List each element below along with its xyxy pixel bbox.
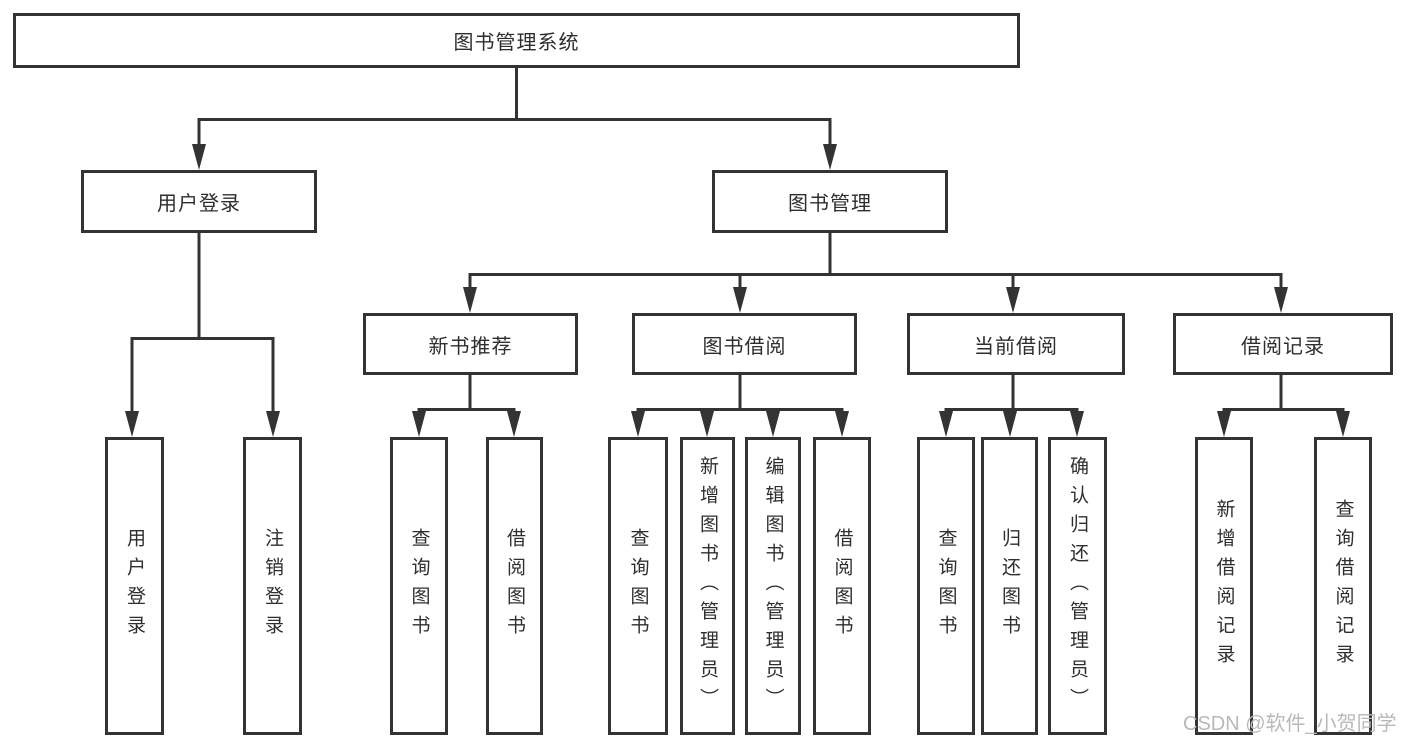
node-library-management-system: 图书管理系统 (13, 13, 1020, 68)
leaf-logout: 注销登录 (243, 437, 302, 735)
connector-current-borrow-to-leaves (939, 375, 1084, 437)
node-label: 新书推荐 (428, 335, 513, 358)
leaf-label: 注销登录 (262, 528, 283, 644)
leaf-borrow-books: 借阅图书 (813, 437, 871, 735)
node-label: 图书借阅 (702, 335, 787, 358)
leaf-return-books: 归还图书 (981, 437, 1038, 735)
node-book-management: 图书管理 (712, 170, 948, 233)
node-user-login: 用户登录 (81, 170, 317, 233)
leaf-borrow-books-recommend: 借阅图书 (486, 437, 543, 735)
node-current-borrow: 当前借阅 (907, 313, 1125, 375)
leaf-label: 确认归还（管理员） (1067, 455, 1088, 717)
leaf-edit-books-admin: 编辑图书（管理员） (745, 437, 801, 735)
connector-book-borrow-to-leaves (631, 375, 849, 437)
leaf-query-books-current: 查询图书 (917, 437, 975, 735)
node-new-book-recommend: 新书推荐 (363, 313, 578, 375)
leaf-confirm-return-admin: 确认归还（管理员） (1048, 437, 1107, 735)
leaf-user-login: 用户登录 (105, 437, 164, 735)
leaf-label: 查询图书 (408, 528, 430, 644)
leaf-label: 借阅图书 (504, 528, 525, 644)
node-label: 当前借阅 (974, 335, 1058, 358)
leaf-query-books-recommend: 查询图书 (390, 437, 448, 735)
connector-root-to-level2 (192, 68, 837, 170)
leaf-query-books-borrow: 查询图书 (608, 437, 668, 735)
leaf-label: 查询借阅记录 (1332, 499, 1354, 673)
connector-new-book-to-leaves (412, 375, 521, 437)
node-book-borrow: 图书借阅 (632, 313, 857, 375)
leaf-add-borrow-record: 新增借阅记录 (1195, 437, 1253, 735)
node-label: 借阅记录 (1241, 335, 1325, 358)
leaf-label: 新增借阅记录 (1213, 499, 1235, 673)
leaf-add-books-admin: 新增图书（管理员） (680, 437, 735, 735)
leaf-label: 编辑图书（管理员） (762, 455, 784, 717)
connector-book-management-to-level3 (463, 233, 1288, 313)
node-label: 图书管理系统 (453, 32, 580, 54)
leaf-label: 用户登录 (124, 528, 145, 644)
node-label: 用户登录 (157, 193, 241, 215)
node-borrow-records: 借阅记录 (1173, 313, 1393, 375)
csdn-watermark: CSDN @软件_小贺同学 (1183, 713, 1397, 735)
connector-borrow-records-to-leaves (1217, 375, 1350, 437)
leaf-query-borrow-record: 查询借阅记录 (1314, 437, 1372, 735)
leaf-label: 查询图书 (935, 528, 957, 644)
node-label: 图书管理 (788, 193, 872, 215)
leaf-label: 查询图书 (627, 528, 649, 644)
leaf-label: 新增图书（管理员） (697, 455, 718, 717)
leaf-label: 借阅图书 (831, 528, 853, 644)
leaf-label: 归还图书 (999, 528, 1020, 644)
connector-user-login-to-leaves (125, 233, 280, 437)
